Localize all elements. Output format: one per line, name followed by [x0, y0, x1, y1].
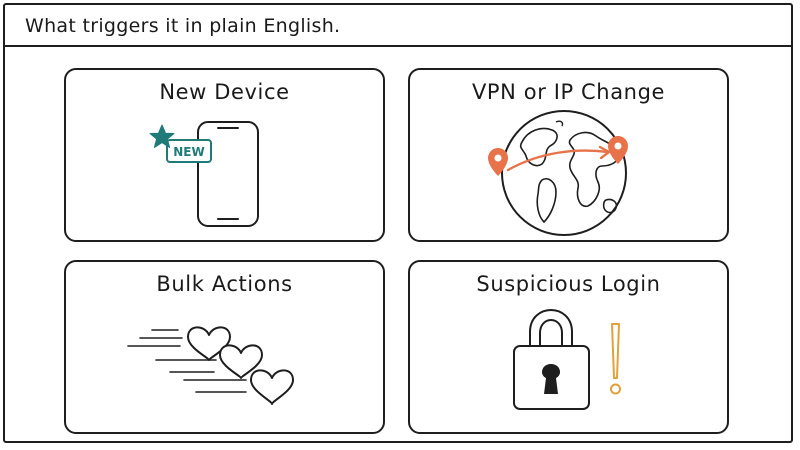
phone-icon [197, 121, 259, 227]
card-title-bulk-actions: Bulk Actions [156, 272, 293, 296]
card-new-device: New Device NEW [64, 68, 385, 242]
heart-icon-3 [250, 369, 294, 405]
origin-pin-icon [488, 148, 508, 176]
title-bar: What triggers it in plain English. [3, 3, 793, 47]
exclamation-icon [610, 323, 621, 395]
card-bulk-actions: Bulk Actions [64, 260, 385, 434]
card-title-new-device: New Device [159, 80, 290, 104]
card-vpn-ip-change: VPN or IP Change [408, 68, 729, 242]
destination-pin-icon [608, 136, 628, 164]
card-title-vpn-ip-change: VPN or IP Change [471, 80, 666, 104]
heart-icon-2 [219, 344, 263, 379]
padlock-icon [513, 308, 590, 410]
ip-route-arrow [506, 145, 611, 172]
new-badge: NEW [166, 139, 212, 163]
star-icon [149, 124, 175, 148]
suspicious-login-illustration [513, 308, 621, 410]
speed-lines [127, 329, 247, 393]
keyhole-icon [542, 364, 560, 394]
new-device-illustration: NEW [149, 121, 259, 227]
card-suspicious-login: Suspicious Login [408, 260, 729, 434]
globe-icon [501, 110, 627, 236]
bulk-actions-illustration [127, 326, 294, 405]
diagram-title: What triggers it in plain English. [25, 15, 341, 37]
new-badge-label: NEW [173, 145, 204, 159]
card-title-suspicious-login: Suspicious Login [476, 272, 661, 296]
vpn-illustration [488, 110, 628, 236]
diagram-frame [3, 3, 793, 443]
